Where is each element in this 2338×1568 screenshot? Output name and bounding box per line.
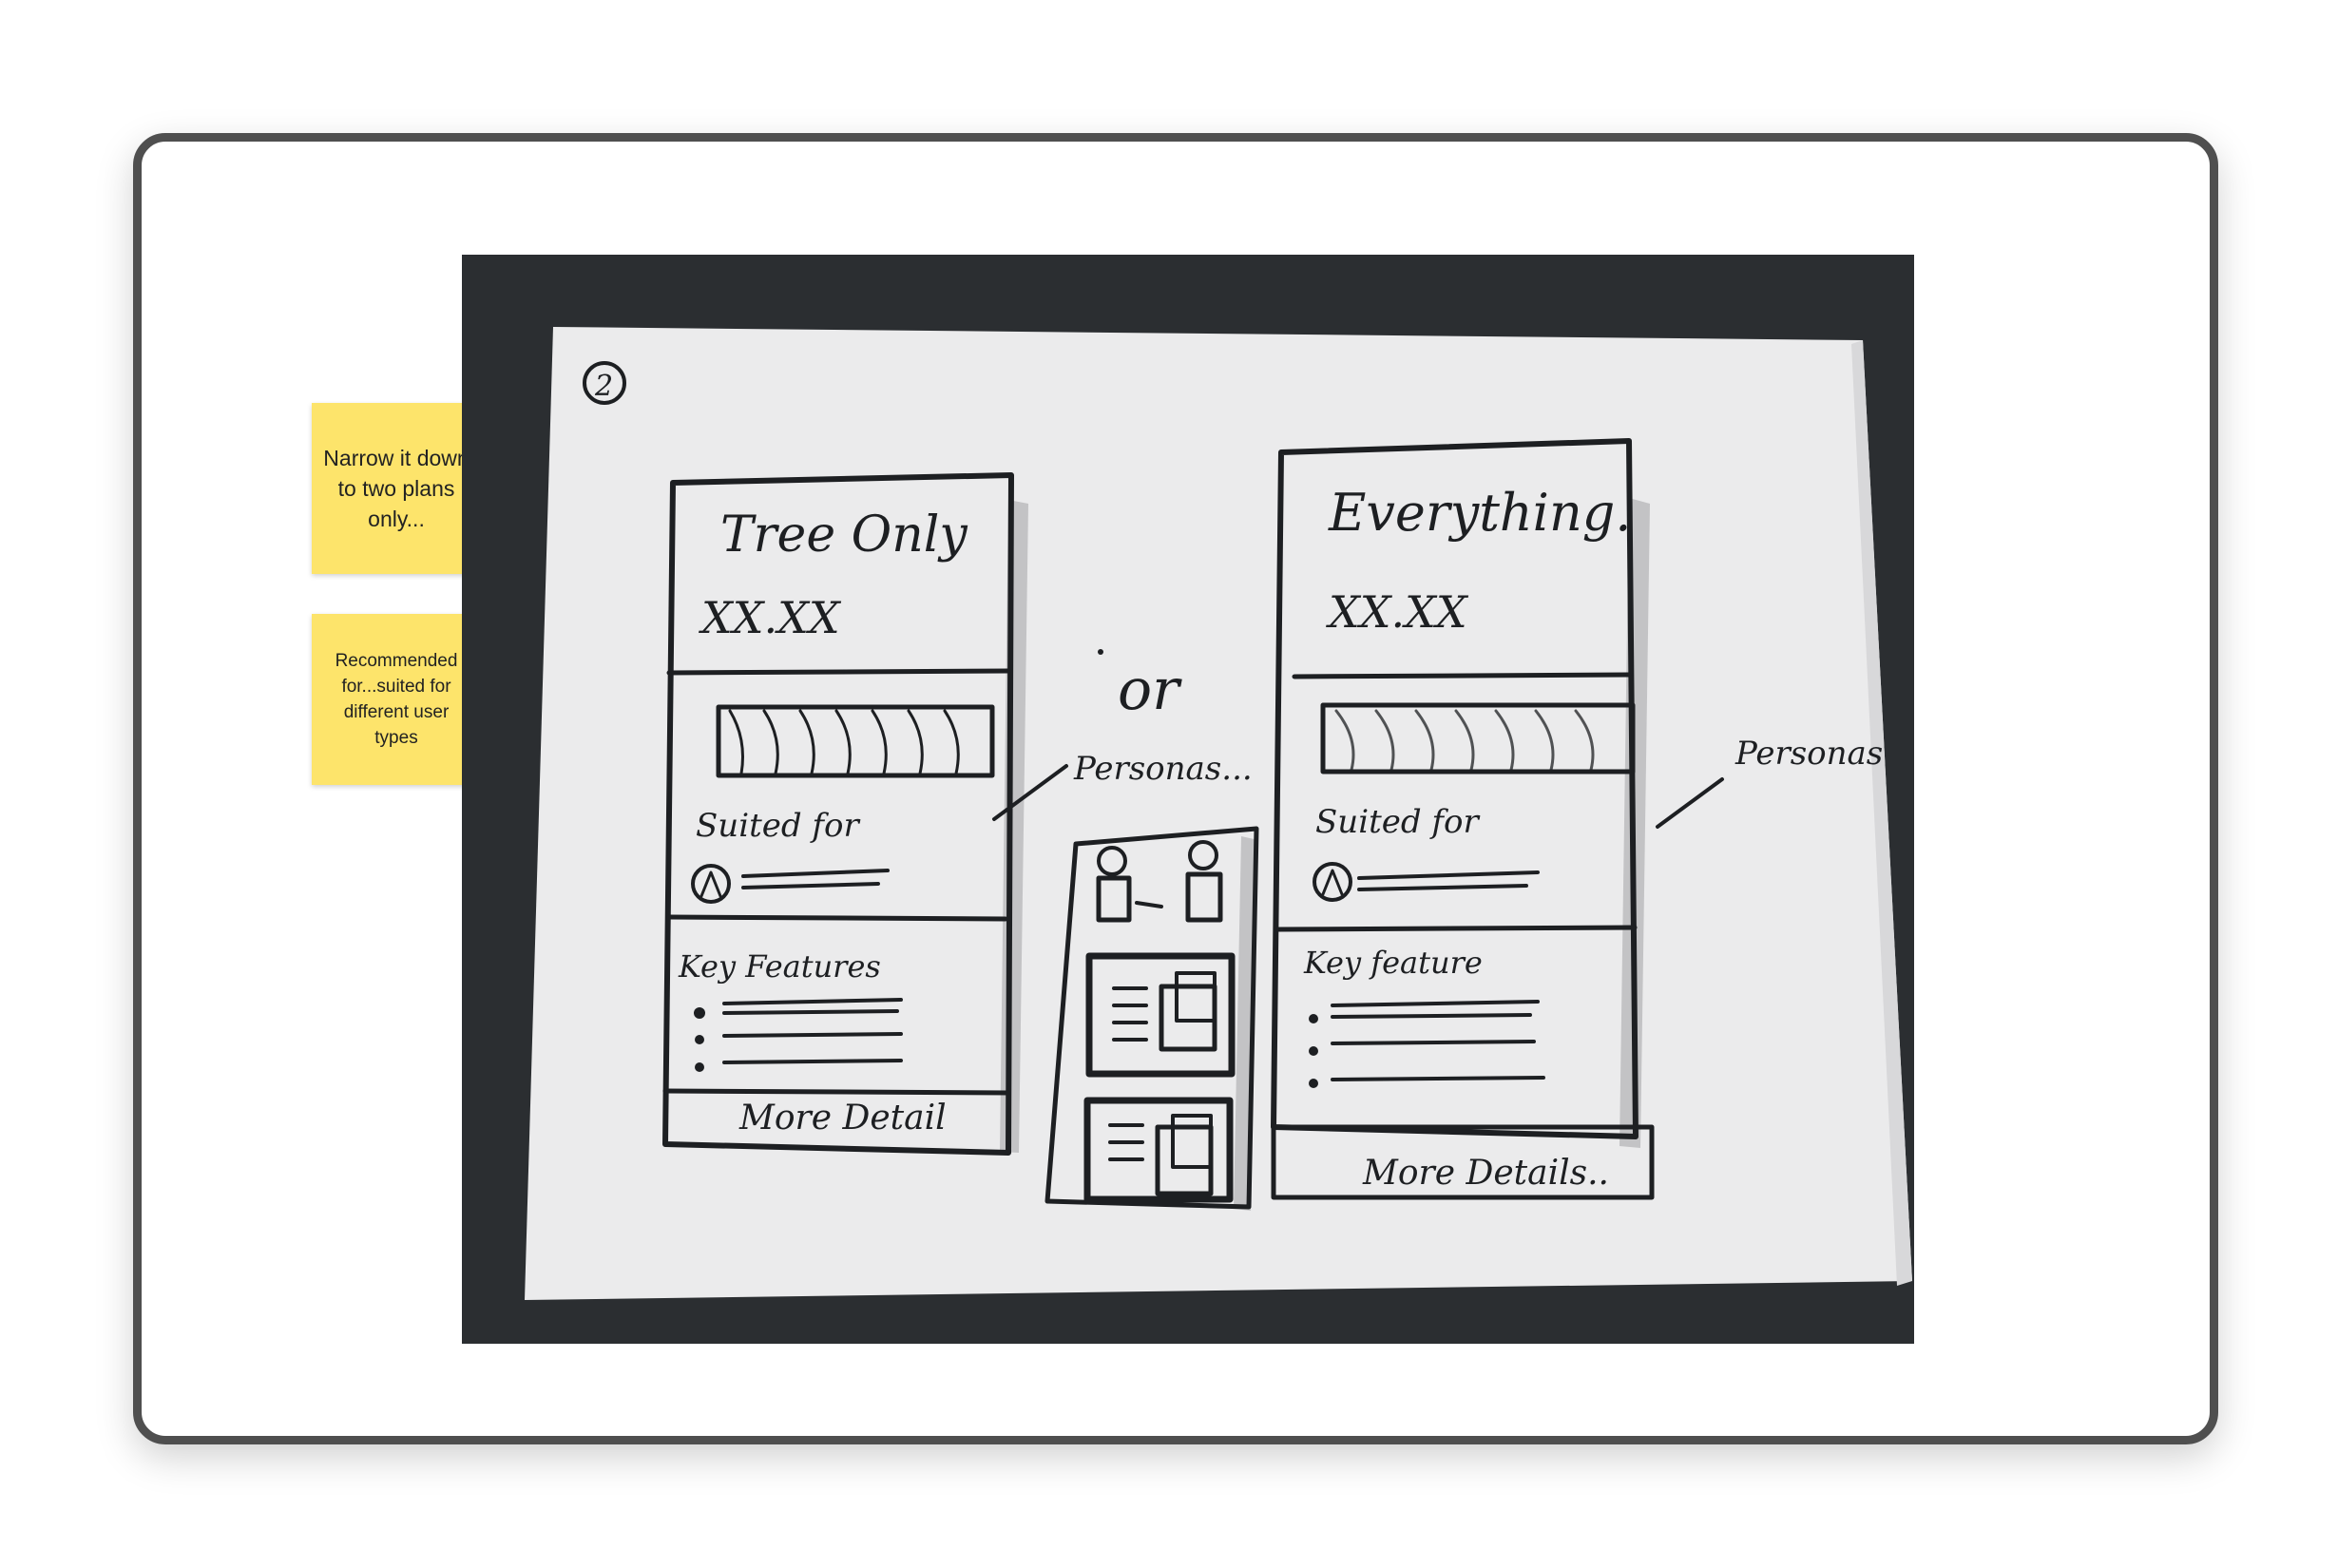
- left-plan-title: Tree Only: [720, 507, 968, 564]
- left-plan-price: XX.XX: [699, 592, 842, 643]
- right-plan-price: XX.XX: [1326, 586, 1469, 638]
- sticky-note-narrow-plans[interactable]: Narrow it down to two plans only...: [312, 403, 481, 574]
- sticky-note-text: Recommended for...suited for different u…: [335, 651, 458, 748]
- right-suited-label: Suited for: [1315, 803, 1480, 841]
- sticky-note-recommended[interactable]: Recommended for...suited for different u…: [312, 614, 481, 785]
- page-number: 2: [594, 370, 613, 403]
- right-plan-card: [1271, 438, 1655, 1200]
- right-more-details-button[interactable]: More Details..: [1362, 1154, 1609, 1193]
- right-plan-title: Everything.: [1328, 483, 1631, 543]
- left-suited-label: Suited for: [696, 807, 860, 845]
- left-features-label: Key Features: [678, 948, 881, 985]
- personas-annotation-left: Personas...: [1073, 750, 1253, 788]
- sticky-note-text: Narrow it down to two plans only...: [323, 446, 470, 531]
- personas-annotation-right: Personas: [1734, 735, 1883, 773]
- page-number-circle: [583, 361, 626, 405]
- sketch-photo[interactable]: 2: [462, 255, 1914, 1344]
- left-more-detail-button[interactable]: More Detail: [738, 1099, 947, 1138]
- left-plan-card: [662, 472, 1028, 1156]
- sketch-drawing: 2: [525, 327, 1912, 1300]
- or-separator: or: [1118, 657, 1182, 723]
- paper-sheet: [525, 327, 1912, 1300]
- right-features-label: Key feature: [1303, 945, 1483, 981]
- persona-switcher-sketch: [1044, 826, 1259, 1211]
